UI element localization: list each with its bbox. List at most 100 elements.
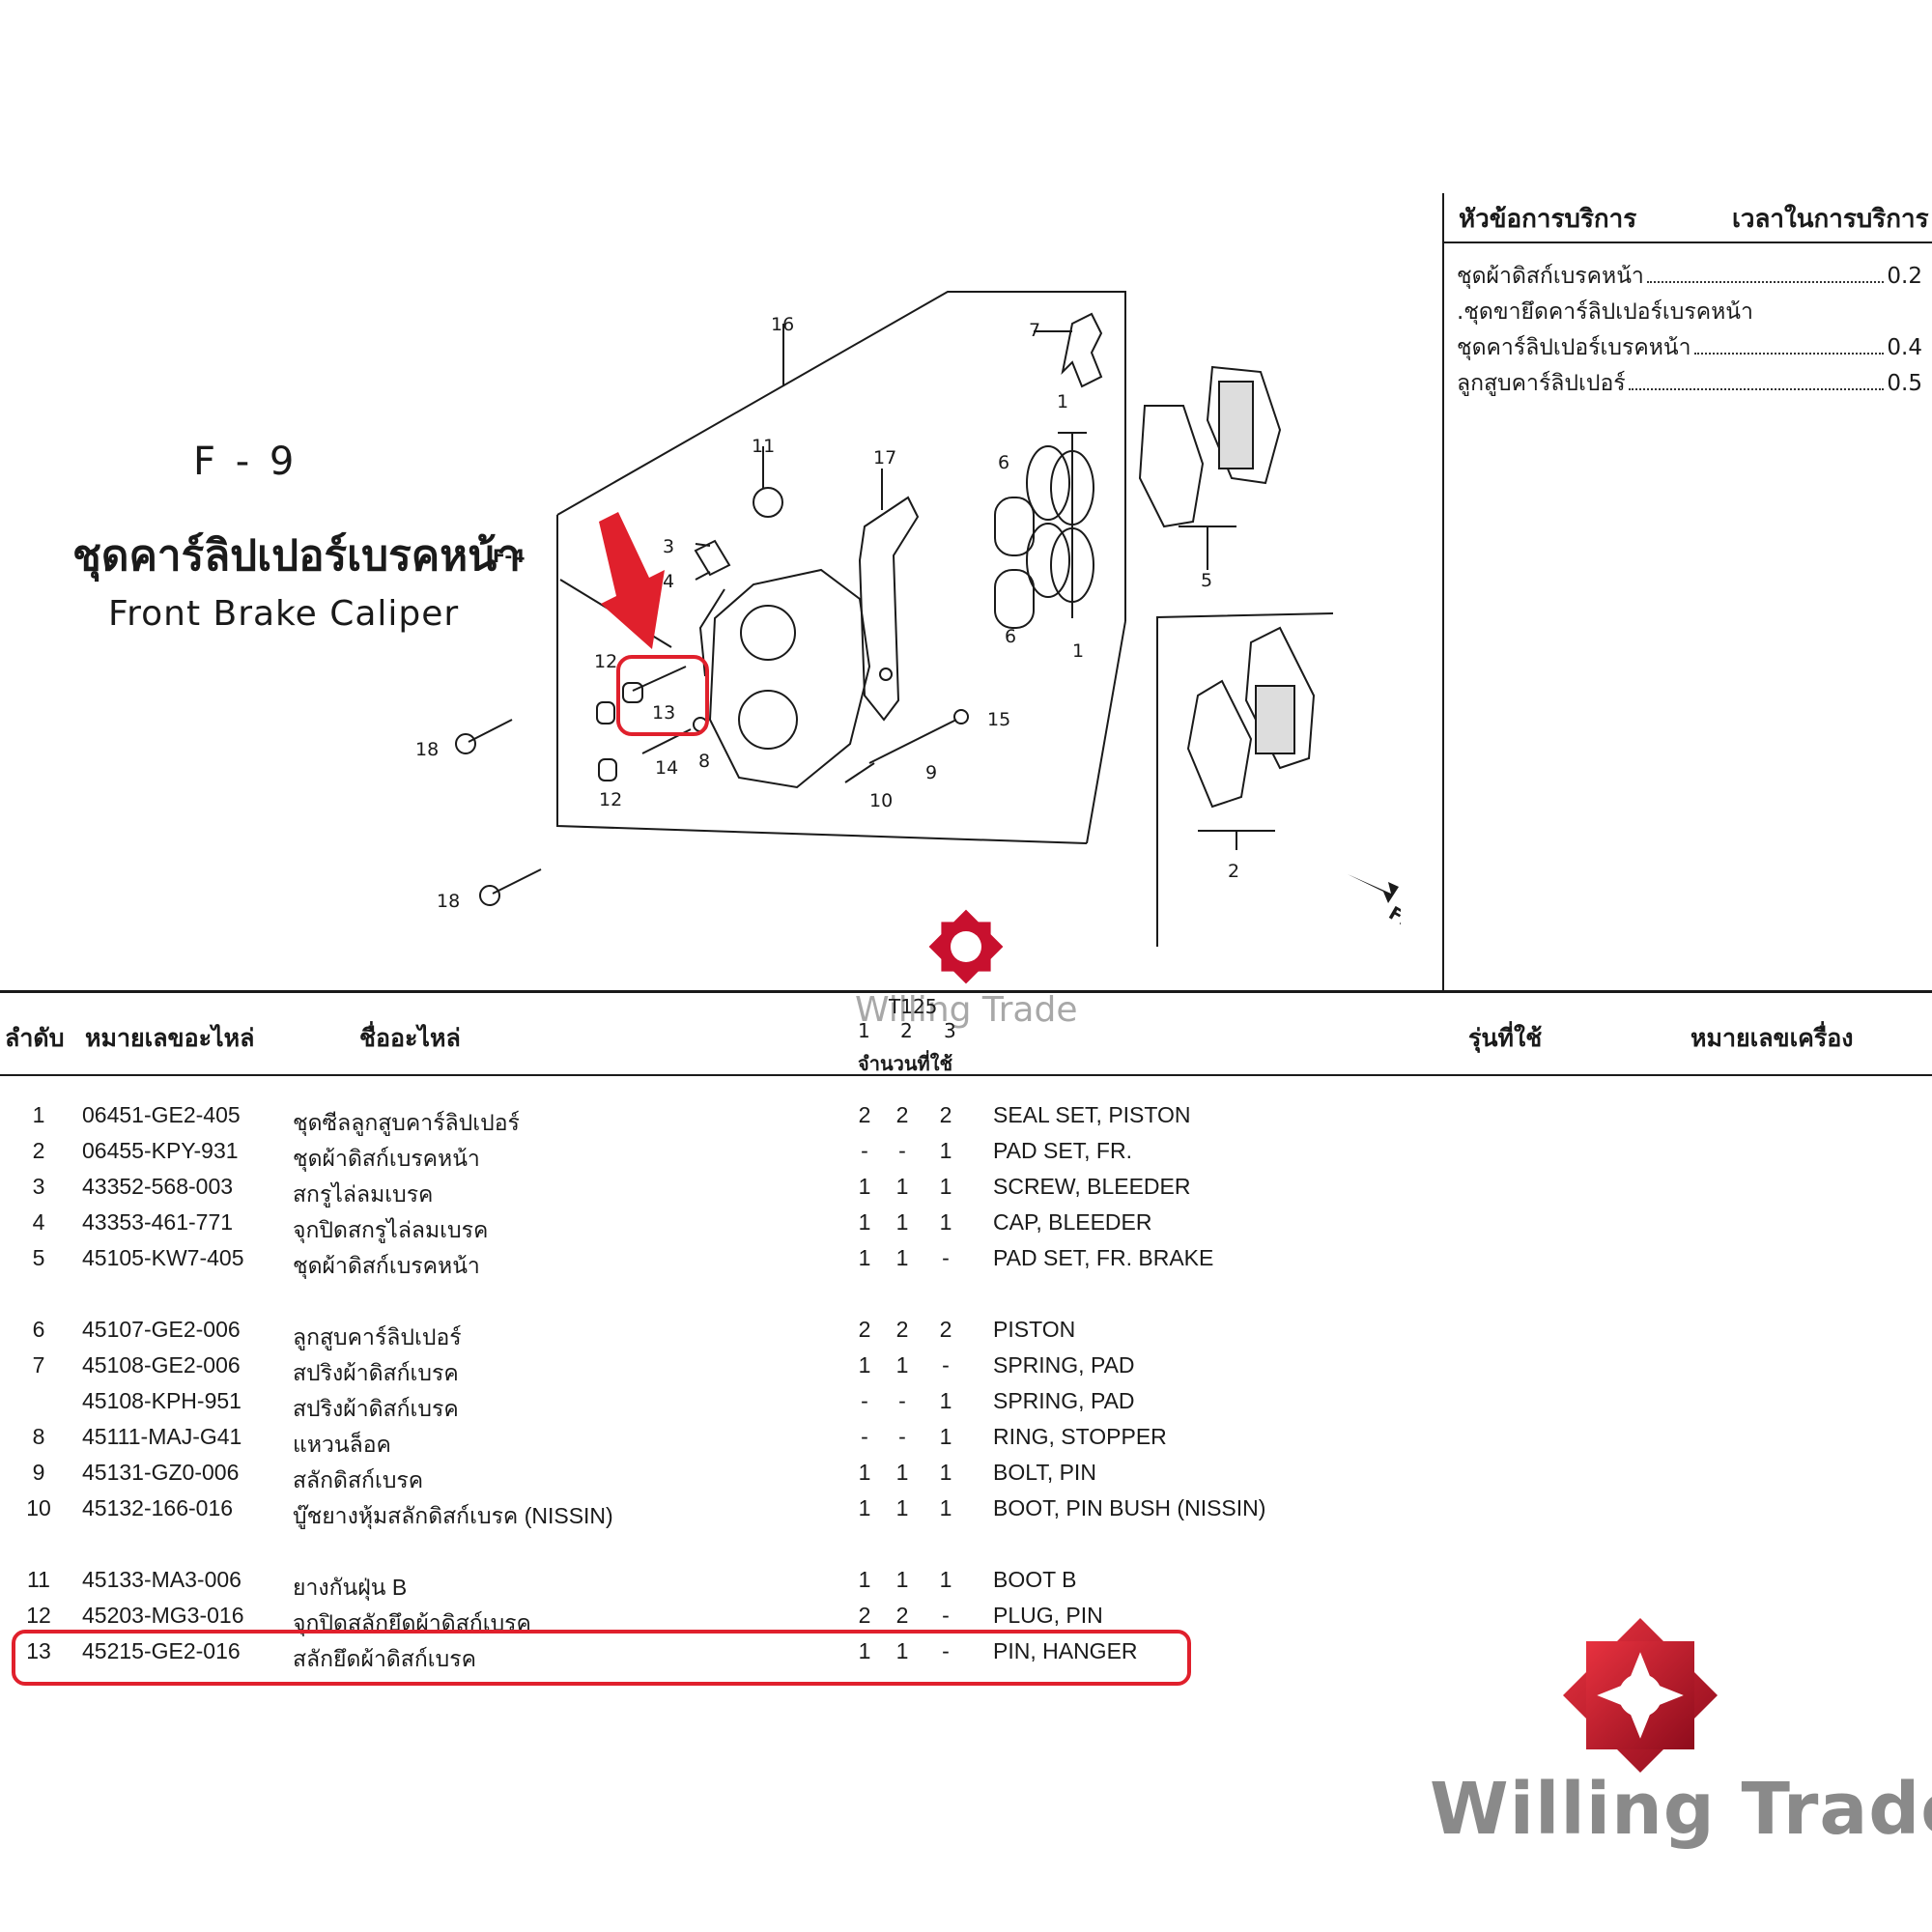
callout-label: 8 — [698, 751, 710, 772]
row-part-no: 45131-GZ0-006 — [82, 1460, 240, 1485]
service-item-time: 0.4 — [1887, 335, 1922, 360]
row-qty-2: 1 — [895, 1245, 909, 1270]
service-item: ลูกสูบคาร์ลิปเปอร์0.5 — [1457, 366, 1922, 401]
row-name-en: BOOT B — [993, 1567, 1077, 1592]
row-qty-3: 1 — [939, 1138, 952, 1163]
row-no: 11 — [27, 1567, 50, 1592]
callout-label: 13 — [652, 702, 675, 724]
row-name-en: RING, STOPPER — [993, 1424, 1167, 1449]
row-qty-3: - — [942, 1352, 950, 1378]
row-name-th: ยางกันฝุ่น B — [293, 1575, 408, 1600]
service-item-time: 0.5 — [1887, 371, 1922, 396]
col-header-part-no: หมายเลขอะไหล่ — [85, 1024, 255, 1052]
highlight-row-13-box — [12, 1630, 1191, 1686]
page-title-english: Front Brake Caliper — [108, 594, 460, 634]
service-item-time: 0.2 — [1887, 264, 1922, 289]
table-top-rule — [0, 990, 1932, 993]
service-time-header: เวลาในการบริการ — [1732, 205, 1929, 234]
row-no: 8 — [32, 1424, 45, 1449]
callout-label: 7 — [1029, 320, 1040, 341]
row-qty-3: 1 — [939, 1495, 952, 1520]
row-name-en: CAP, BLEEDER — [993, 1209, 1152, 1235]
row-qty-3: - — [942, 1638, 950, 1663]
col-header-qty-3: 3 — [944, 1019, 956, 1042]
row-part-no: 43352-568-003 — [82, 1174, 234, 1199]
row-part-no: 45203-MG3-016 — [82, 1603, 244, 1628]
row-qty-2: 1 — [895, 1460, 909, 1485]
service-panel-rule — [1444, 242, 1932, 243]
row-name-en: PISTON — [993, 1317, 1076, 1342]
row-qty-3: 1 — [939, 1174, 952, 1199]
row-name-en: SCREW, BLEEDER — [993, 1174, 1191, 1199]
col-header-qty-1: 1 — [858, 1019, 870, 1042]
col-header-no: ลำดับ — [5, 1024, 65, 1052]
callout-label: 17 — [873, 447, 896, 469]
callout-label: 9 — [925, 762, 937, 783]
row-part-no: 45132-166-016 — [82, 1495, 234, 1520]
row-no: 5 — [32, 1245, 45, 1270]
col-header-qty: จำนวนที่ใช้ — [858, 1052, 953, 1075]
row-part-no: 45108-GE2-006 — [82, 1352, 241, 1378]
brand-watermark-text: Willing Trade — [855, 990, 1078, 1030]
row-name-th: สปริงผ้าดิสก์เบรค — [293, 1396, 459, 1421]
row-name-en: BOLT, PIN — [993, 1460, 1096, 1485]
front-direction-arrow-icon — [1348, 874, 1399, 903]
row-name-th: ชุดผ้าดิสก์เบรคหน้า — [293, 1253, 480, 1278]
row-name-en: BOOT, PIN BUSH (NISSIN) — [993, 1495, 1266, 1520]
callout-label: 2 — [1228, 861, 1239, 882]
exploded-parts-diagram: F-4 FR. 1 1 2 3 4 5 6 6 7 8 9 10 11 12 1… — [415, 291, 1401, 947]
row-qty-3: 1 — [939, 1388, 952, 1413]
callout-label: 1 — [1072, 640, 1084, 662]
row-qty-3: 1 — [939, 1567, 952, 1592]
row-qty-2: - — [898, 1424, 906, 1449]
callout-label: 14 — [655, 757, 678, 779]
row-qty-1: 1 — [858, 1245, 871, 1270]
callout-label: 1 — [1057, 391, 1068, 412]
row-part-no: 45133-MA3-006 — [82, 1567, 242, 1592]
row-name-en: PLUG, PIN — [993, 1603, 1103, 1628]
callout-label: 11 — [752, 436, 775, 457]
row-name-th: จุกปิดสกรูไล่ลมเบรค — [293, 1217, 489, 1242]
row-qty-1: 2 — [858, 1317, 871, 1342]
service-item: ชุดคาร์ลิปเปอร์เบรคหน้า 0.4 — [1457, 330, 1922, 365]
callout-label: 16 — [771, 314, 794, 335]
row-qty-1: 1 — [858, 1495, 871, 1520]
row-no: 10 — [26, 1495, 51, 1520]
row-no: 3 — [32, 1174, 45, 1199]
callout-label: 10 — [869, 790, 893, 811]
row-part-no: 45108-KPH-951 — [82, 1388, 242, 1413]
row-name-th: บู๊ชยางหุ้มสลักดิสก์เบรค (NISSIN) — [293, 1503, 613, 1528]
row-qty-3: - — [942, 1245, 950, 1270]
callout-label: 4 — [663, 571, 674, 592]
service-item: .ชุดขายึดคาร์ลิปเปอร์เบรคหน้า — [1457, 295, 1922, 329]
row-part-no: 06455-KPY-931 — [82, 1138, 239, 1163]
service-panel-divider — [1442, 193, 1444, 990]
service-item-label: ชุดคาร์ลิปเปอร์เบรคหน้า — [1457, 335, 1691, 360]
row-no: 2 — [32, 1138, 45, 1163]
row-no: 13 — [26, 1638, 51, 1663]
callout-label: 12 — [594, 651, 617, 672]
row-name-th: ชุดซีลลูกสูบคาร์ลิปเปอร์ — [293, 1110, 520, 1135]
red-arrow-icon — [599, 512, 665, 649]
row-qty-1: 1 — [858, 1352, 871, 1378]
row-qty-2: 1 — [895, 1174, 909, 1199]
row-qty-2: 2 — [895, 1317, 909, 1342]
row-qty-2: 1 — [895, 1567, 909, 1592]
row-name-th: สปริงผ้าดิสก์เบรค — [293, 1360, 459, 1385]
row-qty-2: 1 — [895, 1209, 909, 1235]
table-header-rule — [0, 1074, 1932, 1076]
service-topic-header: หัวข้อการบริการ — [1459, 205, 1637, 234]
page-title-thai: ชุดคาร์ลิปเปอร์เบรคหน้า — [72, 531, 521, 581]
row-no: 9 — [32, 1460, 45, 1485]
figure-code: F - 9 — [193, 440, 298, 484]
row-part-no: 06451-GE2-405 — [82, 1102, 241, 1127]
row-qty-1: 1 — [858, 1209, 871, 1235]
brand-name: Willing Trade — [1430, 1768, 1932, 1851]
